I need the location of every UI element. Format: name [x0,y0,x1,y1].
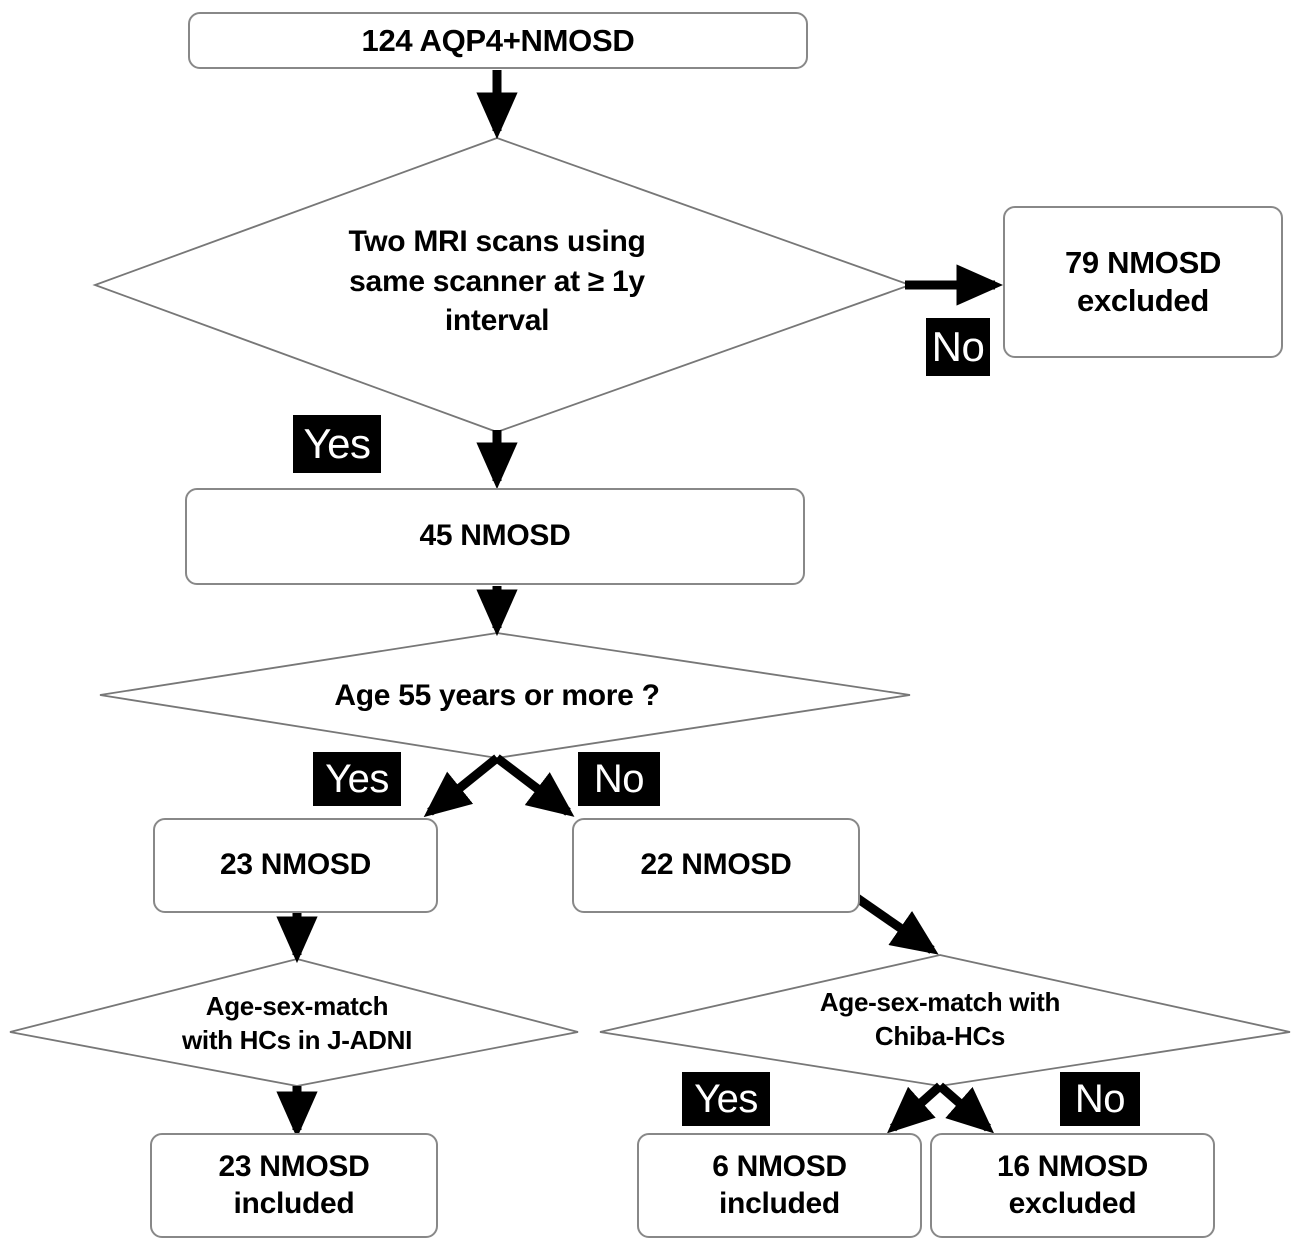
node-excluded-16[interactable]: 16 NMOSD excluded [930,1133,1215,1238]
branch-badge-age-no: No [578,752,660,806]
branch-badge-mri-yes: Yes [293,415,381,473]
arrow-chiba-yes-to-included6 [886,1082,943,1134]
node-excluded-79-label: 79 NMOSD excluded [1064,245,1222,318]
node-cohort-23[interactable]: 23 NMOSD [153,818,438,913]
node-cohort-22[interactable]: 22 NMOSD [572,818,860,913]
arrow-22-to-chiba [854,894,939,955]
decision-diamond-jadni [9,958,579,1087]
arrow-chiba-no-to-excluded16 [937,1082,995,1134]
arrow-age-no-to-22 [494,754,575,817]
node-cohort-22-label: 22 NMOSD [640,848,792,882]
decision-diamond-mri [92,137,913,433]
branch-badge-mri-no: No [926,318,990,376]
branch-badge-age-yes: Yes [313,752,401,806]
node-excluded-16-label: 16 NMOSD excluded [997,1149,1148,1220]
node-start-cohort-label: 124 AQP4+NMOSD [361,22,635,58]
node-included-23[interactable]: 23 NMOSD included [150,1133,438,1238]
node-included-6-label: 6 NMOSD included [712,1149,847,1220]
node-included-23-label: 23 NMOSD included [218,1149,370,1220]
decision-diamond-chiba [599,954,1291,1087]
branch-badge-chiba-yes: Yes [682,1072,770,1126]
node-included-6[interactable]: 6 NMOSD included [637,1133,922,1238]
branch-badge-chiba-no: No [1060,1072,1140,1126]
decision-diamond-age [99,632,911,759]
node-cohort-23-label: 23 NMOSD [220,848,371,882]
arrow-age-yes-to-23 [423,754,500,818]
node-start-cohort[interactable]: 124 AQP4+NMOSD [188,12,808,69]
node-cohort-45-label: 45 NMOSD [419,519,571,553]
node-excluded-79[interactable]: 79 NMOSD excluded [1003,206,1283,358]
node-cohort-45[interactable]: 45 NMOSD [185,488,805,585]
